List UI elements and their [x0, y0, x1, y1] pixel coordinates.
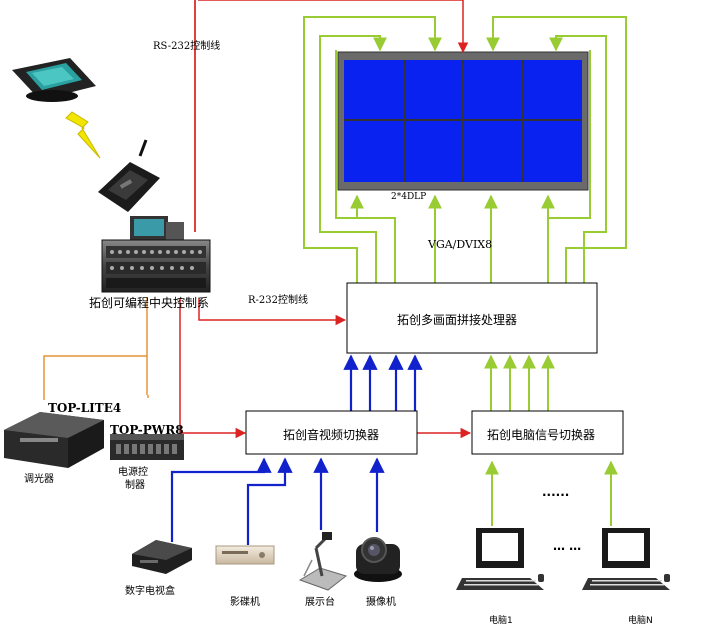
central-controller-icon	[101, 216, 211, 293]
ptz-camera-icon	[354, 537, 402, 582]
power-ctrl-label-1: 电源控	[118, 467, 148, 478]
dvd-player-icon	[215, 545, 275, 565]
pcn-label: 电脑N	[628, 616, 653, 626]
camera-label: 摄像机	[366, 597, 396, 608]
orange-control-lines	[43, 298, 149, 400]
dlp-label: 2*4DLP	[391, 192, 427, 202]
pc-switch-box	[471, 410, 624, 455]
pc-switch-label: 拓创电脑信号切换器	[487, 428, 596, 442]
dlp-video-wall	[337, 51, 589, 191]
set-top-box-icon	[132, 540, 192, 574]
computer-icon	[582, 528, 670, 590]
red-control-lines	[179, 0, 470, 439]
dtv-box-label: 数字电视盒	[125, 586, 175, 597]
top-pwr-label: TOP-PWR8	[110, 423, 184, 437]
processor-box	[346, 282, 598, 354]
r232-label: R-232控制线	[248, 295, 308, 306]
pc1-label: 电脑1	[489, 616, 513, 626]
wireless-transmitter-icon	[98, 139, 160, 212]
dvd-label: 影碟机	[230, 597, 260, 608]
presenter-label: 展示台	[305, 597, 335, 608]
dimmer-device-icon	[4, 412, 104, 468]
dots-bottom: … …	[553, 539, 582, 553]
av-switch-label: 拓创音视频切换器	[283, 428, 380, 442]
rs232-label: RS-232控制线	[153, 41, 221, 52]
power-controller-icon	[110, 434, 184, 460]
top-lite-label: TOP-LITE4	[48, 401, 122, 415]
dimmer-label: 调光器	[24, 474, 54, 485]
power-ctrl-label-2: 制器	[125, 480, 145, 491]
computer-icon	[456, 528, 544, 590]
touch-panel-icon	[12, 58, 96, 102]
vga-label: VGA/DVIX8	[428, 238, 493, 251]
lightning-icon	[65, 111, 101, 159]
processor-label: 拓创多画面拼接处理器	[397, 313, 518, 327]
controller-label: 拓创可编程中央控制系	[89, 296, 210, 310]
green-signal-lines	[303, 16, 627, 526]
dots-top: ......	[542, 485, 570, 499]
document-camera-icon	[298, 532, 348, 591]
blue-signal-lines	[170, 354, 423, 545]
av-switch-box	[245, 410, 418, 455]
